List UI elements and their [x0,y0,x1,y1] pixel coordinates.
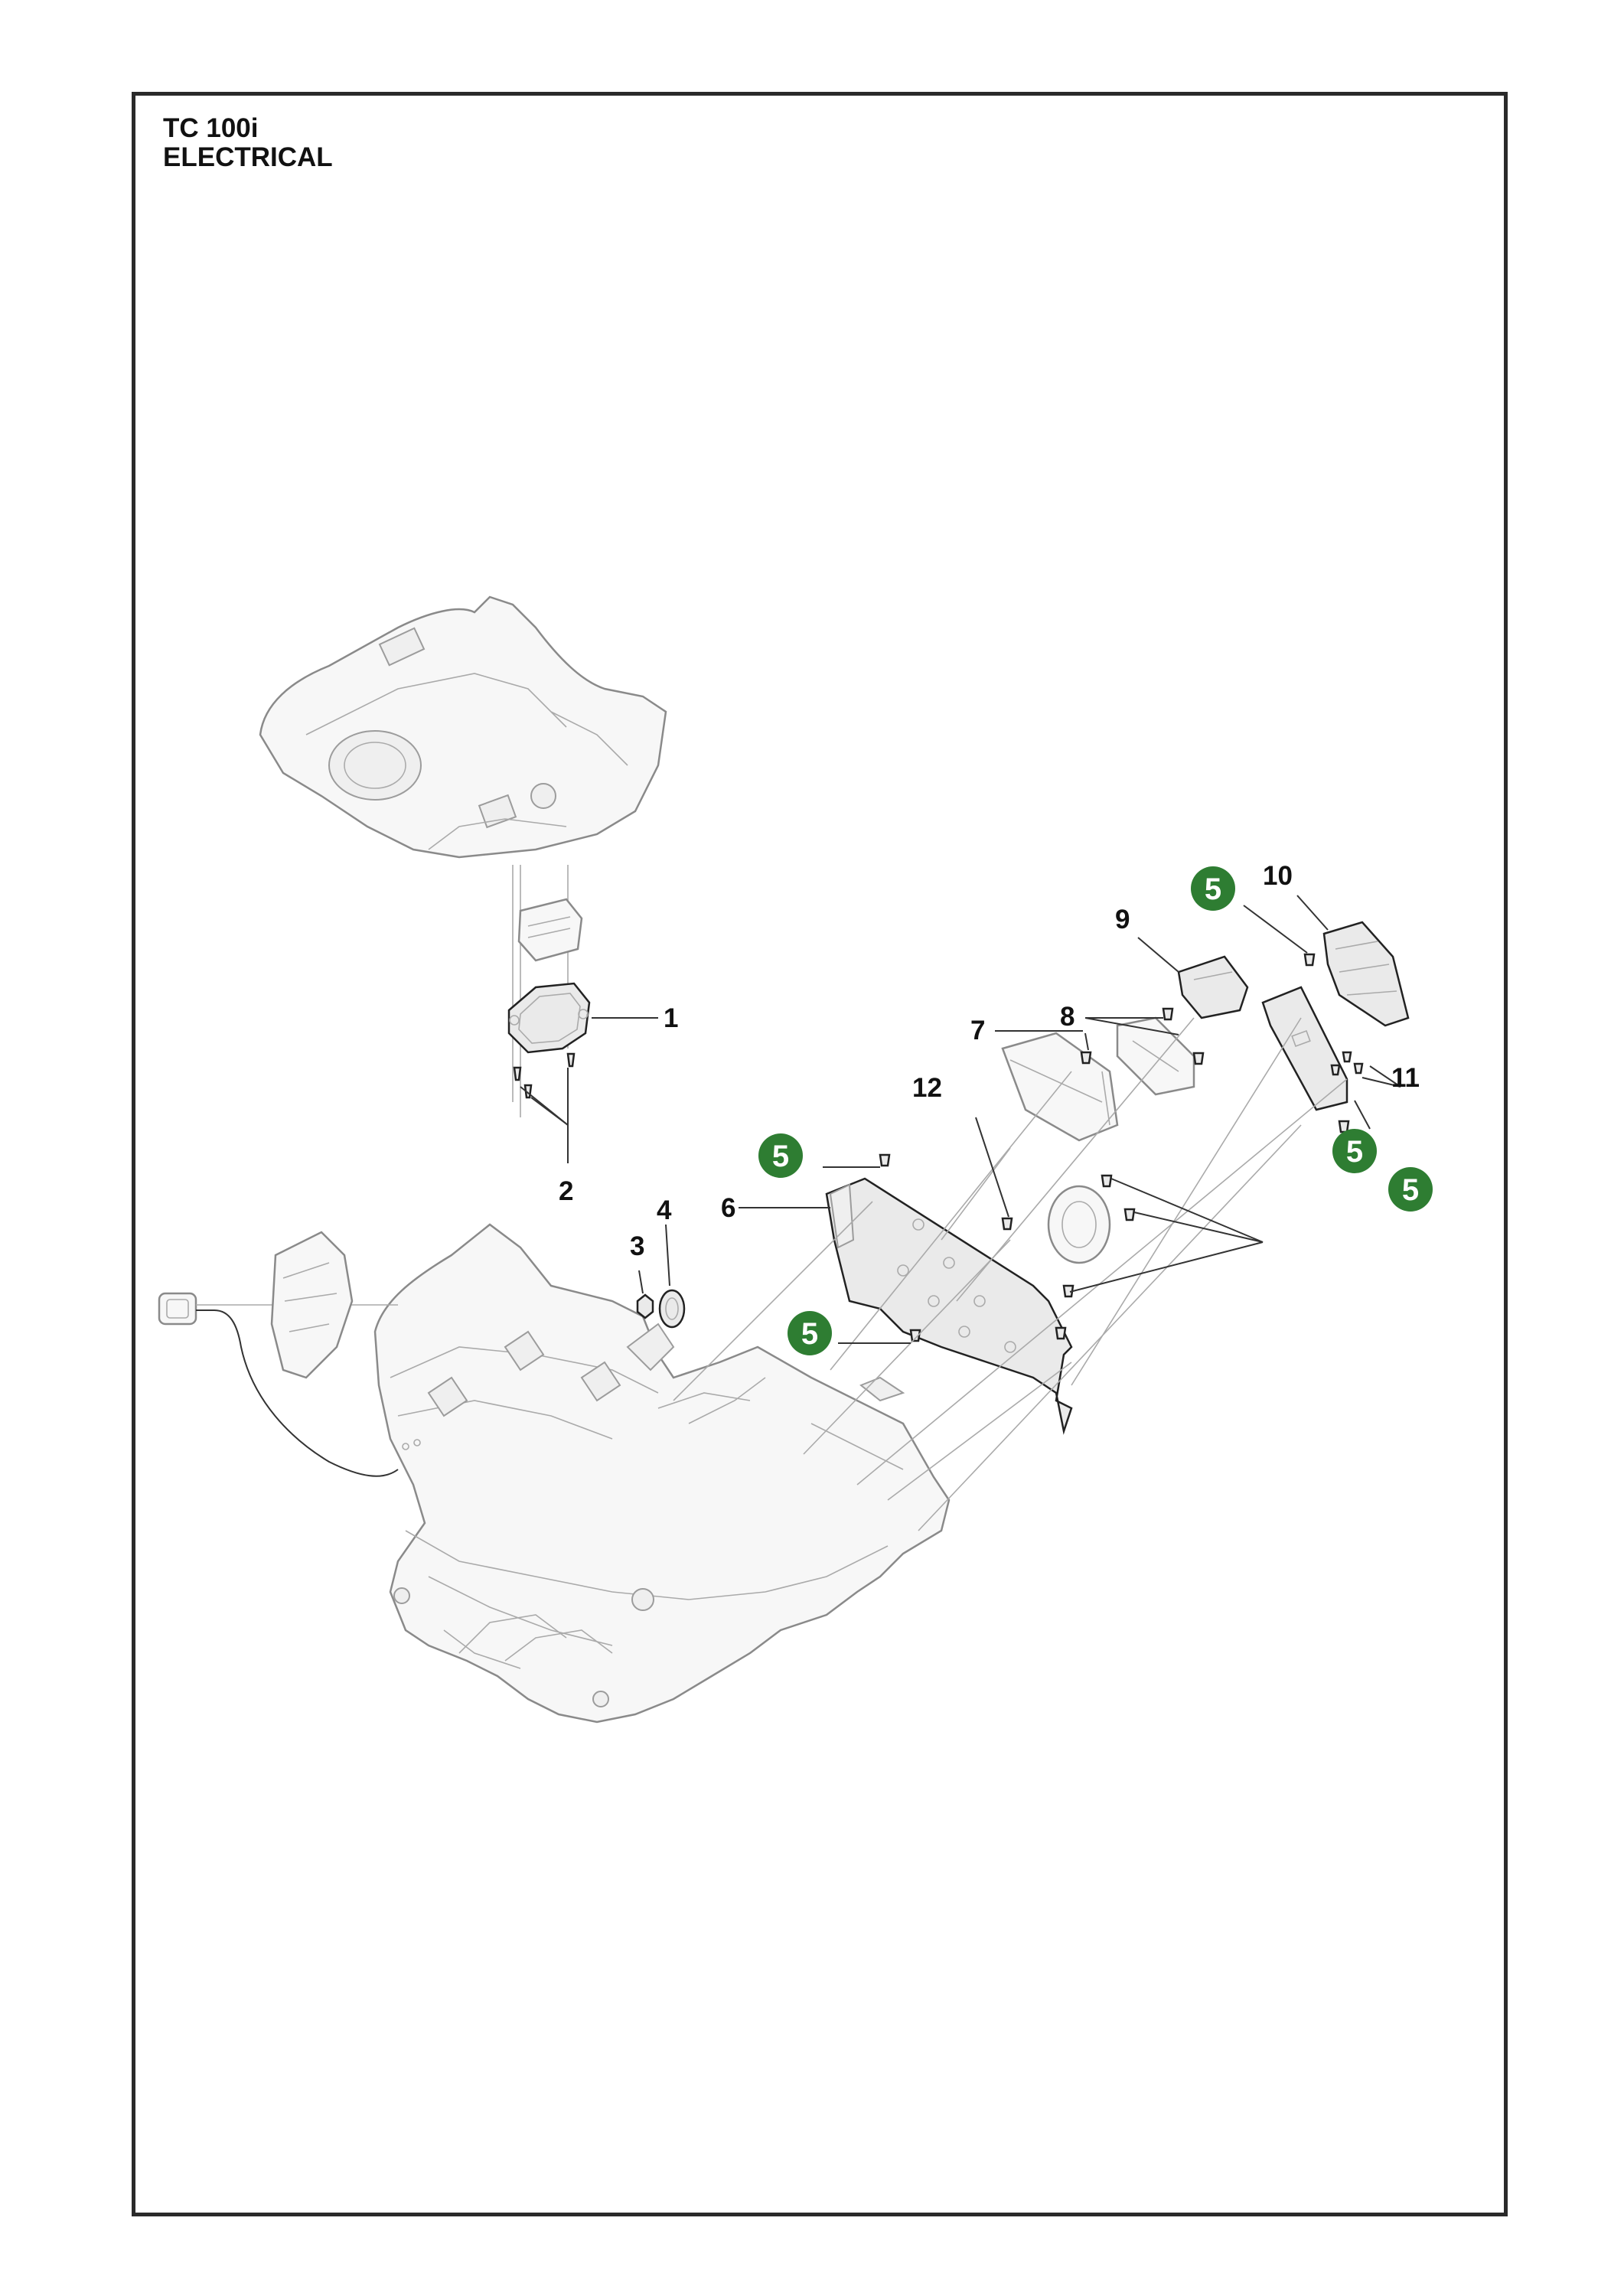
callout-5-badge: 5 [1388,1167,1433,1212]
svg-text:5: 5 [1402,1173,1419,1207]
callout-5-badge: 5 [788,1311,832,1355]
callout-8: 8 [1060,1002,1075,1032]
callout-2: 2 [559,1176,573,1206]
motor-part [1047,1185,1111,1264]
svg-text:5: 5 [1346,1135,1363,1169]
svg-text:5: 5 [1205,872,1221,906]
screws-part-12 [1001,1217,1013,1231]
cover-clip-part-9 [1177,955,1249,1019]
callout-5-badge: 5 [1191,866,1235,911]
gasket-frame-part [507,982,591,1054]
callout-12: 12 [912,1073,942,1103]
main-board-part [1261,986,1348,1111]
housing-part-10 [1322,921,1410,1027]
callout-9: 9 [1115,905,1130,934]
callout-5-badge: 5 [758,1133,803,1178]
lower-chassis-part [373,1223,951,1724]
switch-module-part [517,898,583,962]
mounting-plate-part-6 [825,1177,1073,1435]
screws-part-2 [513,1052,576,1099]
top-cover-part [259,595,667,859]
model-title: TC 100i [163,113,259,143]
callout-5-badge: 5 [1332,1129,1377,1173]
callout-11: 11 [1391,1063,1420,1093]
screws-part-5 [879,953,1350,1342]
callout-1: 1 [664,1003,678,1033]
screws-part-11 [1330,1051,1364,1076]
explosion-lines [673,1017,1348,1531]
callout-3: 3 [630,1231,644,1261]
svg-text:5: 5 [801,1317,818,1351]
callout-10: 10 [1263,861,1293,891]
control-module-part-7 [1001,1032,1119,1142]
callout-7: 7 [970,1016,985,1045]
leader-lines [520,895,1401,1344]
nut-part-3 [636,1293,654,1319]
callout-6: 6 [721,1193,735,1223]
cable-harness-part [158,1231,421,1477]
section-title: ELECTRICAL [163,142,333,172]
callout-4: 4 [657,1195,672,1225]
drawing-frame [132,92,1508,2216]
circuit-board-part-8 [1116,1016,1195,1096]
seal-ring-part-4 [658,1289,686,1329]
screws-part-7-8 [1080,1007,1205,1065]
svg-text:5: 5 [772,1140,789,1173]
